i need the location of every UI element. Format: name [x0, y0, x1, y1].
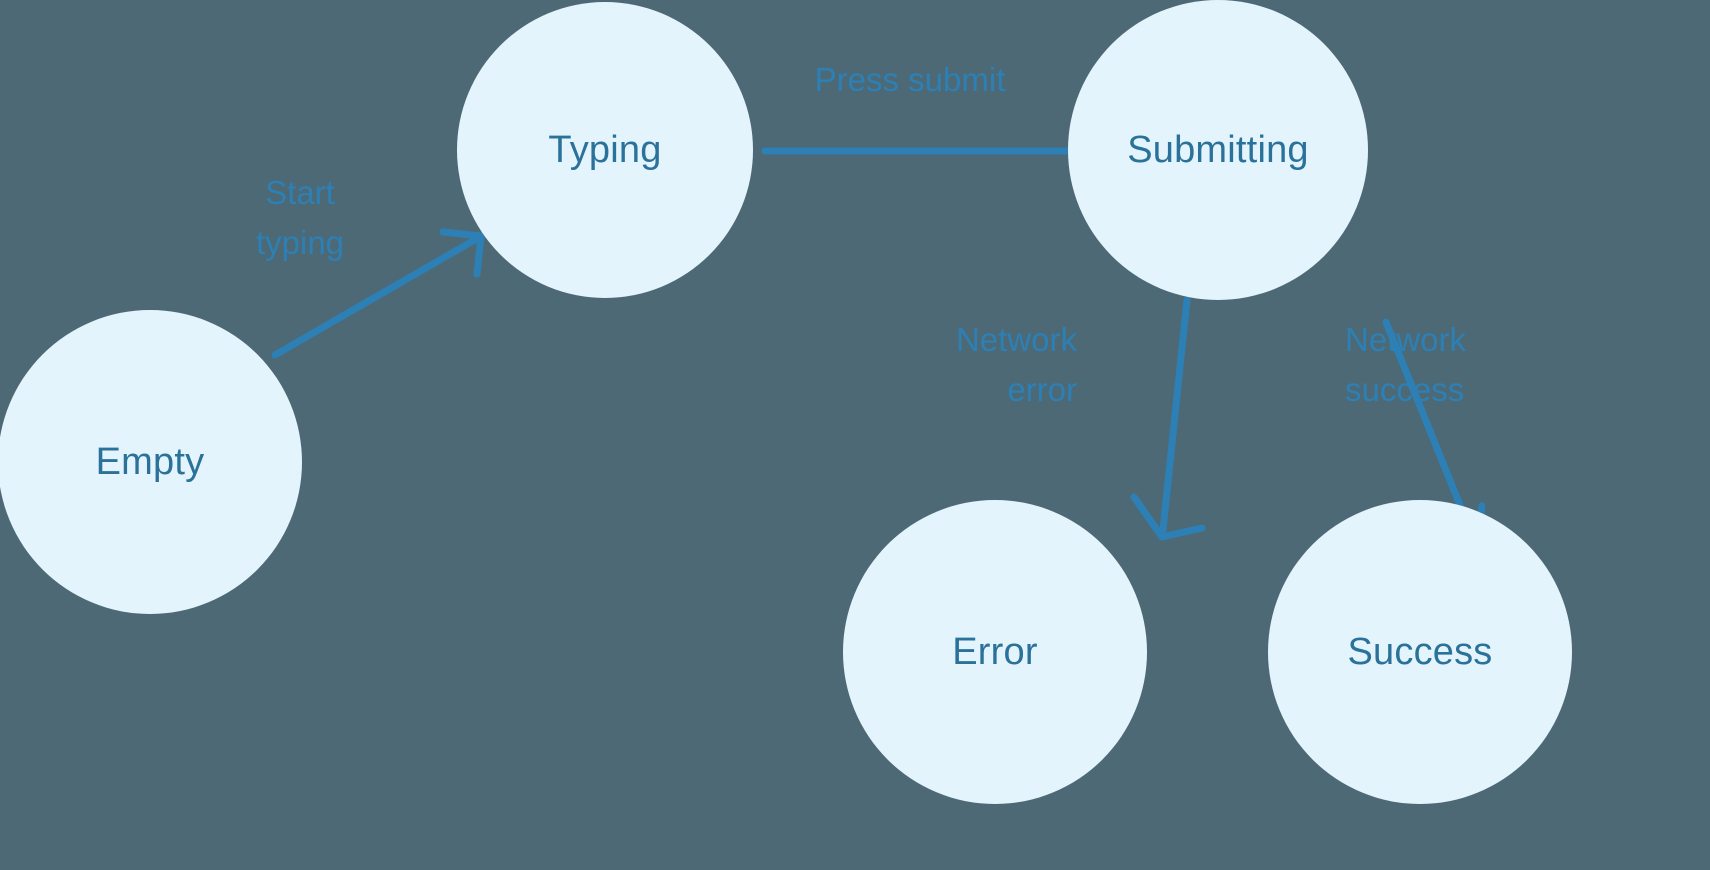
node-label-empty: Empty	[95, 440, 205, 483]
node-success[interactable]: Success	[1268, 500, 1572, 804]
node-label-submitting: Submitting	[1127, 128, 1309, 171]
edge-label-network-success: Network success	[1345, 321, 1467, 408]
node-typing[interactable]: Typing	[457, 2, 753, 298]
node-label-error: Error	[952, 630, 1038, 673]
edge-label-network-error: Network error	[955, 321, 1077, 408]
node-empty[interactable]: Empty	[0, 310, 302, 614]
edge-empty-to-typing	[271, 228, 485, 359]
node-submitting[interactable]: Submitting	[1068, 0, 1368, 300]
edge-label-press-submit: Press submit	[814, 61, 1006, 98]
edge-label-start-typing: Start typing	[255, 174, 345, 261]
node-label-typing: Typing	[548, 128, 662, 171]
node-label-success: Success	[1347, 630, 1493, 673]
node-error[interactable]: Error	[843, 500, 1147, 804]
edge-submitting-to-error	[1130, 296, 1206, 541]
